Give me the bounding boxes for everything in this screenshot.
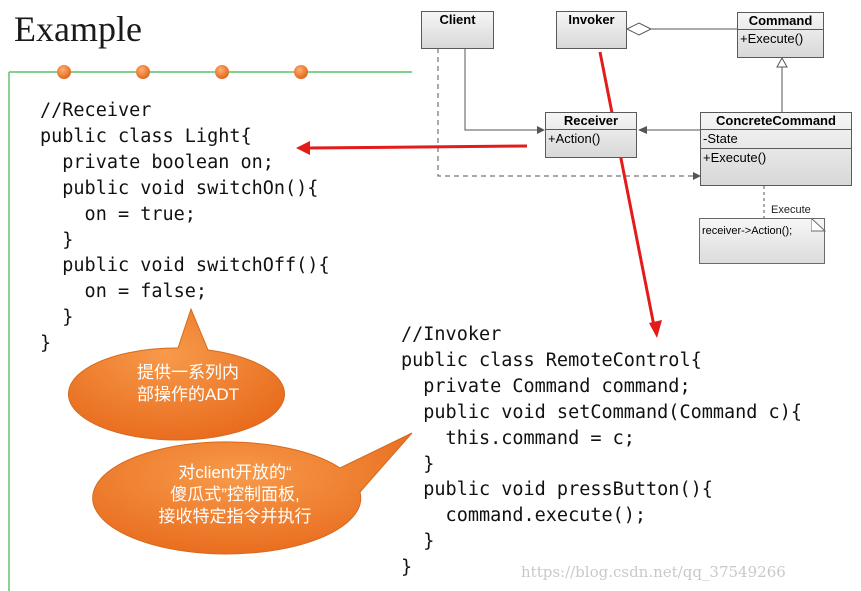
callout-client-text: 对client开放的“ 傻瓜式”控制面板, 接收特定指令并执行 — [101, 462, 369, 528]
callout-bubble-receiver — [67, 307, 285, 441]
uml-operation: +Execute() — [701, 148, 851, 167]
callout-line: 提供一系列内 — [137, 363, 239, 382]
client-concrete-dashed-link — [437, 48, 698, 177]
uml-class-name: Invoker — [568, 12, 615, 27]
red-arrowhead-receiver — [296, 141, 310, 155]
note-fold-icon — [811, 218, 826, 232]
slide-title: Example — [14, 9, 142, 49]
bullet-dot — [57, 65, 71, 79]
note-label: Execute — [771, 204, 811, 216]
uml-attribute: -State — [703, 131, 738, 146]
client-receiver-link — [464, 48, 544, 131]
callout-bubble-client — [92, 432, 413, 555]
uml-class-name: Client — [439, 12, 476, 27]
uml-invoker-class: Invoker — [556, 11, 627, 49]
bullet-dot — [136, 65, 150, 79]
red-arrow-receiver — [307, 144, 528, 150]
concrete-receiver-arrowhead — [638, 126, 647, 134]
uml-operation: +Execute() — [740, 31, 804, 46]
uml-command-class: Command +Execute() — [737, 12, 824, 58]
uml-note: receiver->Action(); — [699, 218, 825, 264]
uml-concrete-command-class: ConcreteCommand -State +Execute() — [700, 112, 852, 186]
callout-line: 傻瓜式”控制面板, — [170, 485, 300, 504]
uml-client-class: Client — [421, 11, 494, 49]
callout-receiver-text: 提供一系列内 部操作的ADT — [82, 362, 294, 406]
uml-receiver-class: Receiver +Action() — [545, 112, 637, 158]
client-concrete-arrowhead — [693, 172, 701, 180]
aggregation-diamond — [625, 22, 653, 36]
watermark-url: https://blog.csdn.net/qq_37549266 — [521, 563, 786, 581]
callout-line: 部操作的ADT — [137, 385, 239, 404]
uml-class-name: ConcreteCommand — [701, 113, 851, 130]
inheritance-triangle — [776, 56, 788, 68]
uml-operation: +Action() — [548, 131, 601, 146]
bullet-dot — [294, 65, 308, 79]
note-text: receiver->Action(); — [702, 225, 793, 237]
red-arrow-invoker — [598, 51, 656, 327]
bullet-dot — [215, 65, 229, 79]
callout-line: 接收特定指令并执行 — [158, 507, 312, 526]
uml-class-name: Receiver — [546, 113, 636, 130]
invoker-code-block: //Invoker public class RemoteControl{ pr… — [401, 324, 802, 579]
callout-line: 对client开放的“ — [178, 463, 292, 482]
red-arrowhead-invoker — [649, 320, 662, 338]
client-receiver-arrowhead — [537, 126, 545, 134]
receiver-code-block: //Receiver public class Light{ private b… — [40, 100, 330, 355]
uml-class-name: Command — [738, 13, 823, 30]
